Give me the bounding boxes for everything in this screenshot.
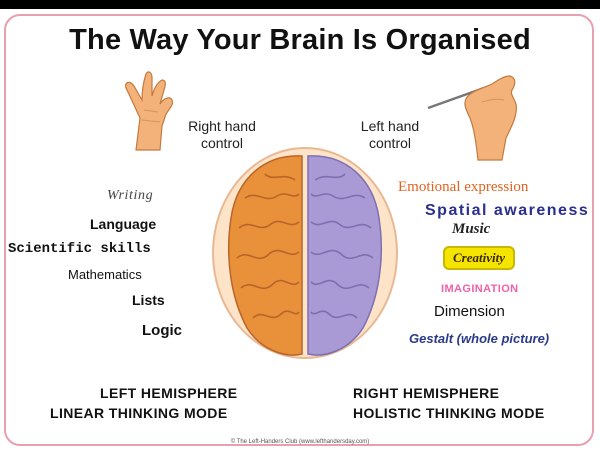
poster-frame (4, 14, 594, 446)
trait-imagination: IMAGINATION (441, 283, 519, 295)
left-hand-label-line1: Left hand (360, 118, 420, 134)
right-hand-label-line1: Right hand (188, 118, 256, 134)
left-hand-label: Left hand control (340, 118, 440, 152)
trait-mathematics: Mathematics (68, 267, 142, 282)
page-title: The Way Your Brain Is Organised (69, 24, 531, 56)
trait-dimension: Dimension (434, 303, 505, 320)
right-thinking-mode: HOLISTIC THINKING MODE (353, 405, 545, 421)
trait-creativity: Creativity (443, 246, 515, 270)
top-black-bar (0, 0, 600, 9)
left-hand-pen-illustration (427, 75, 517, 161)
right-hand-label: Right hand control (172, 118, 272, 152)
right-hemisphere-title: RIGHT HEMISPHERE (353, 385, 500, 401)
trait-logic: Logic (142, 322, 182, 339)
left-hand-label-line2: control (368, 135, 412, 151)
left-hemisphere-label: LEFT HEMISPHERE LINEAR THINKING MODE (50, 383, 237, 423)
trait-writing: Writing (107, 188, 154, 203)
left-thinking-mode: LINEAR THINKING MODE (50, 405, 228, 421)
trait-spatial-awareness-text: Spatial awareness (425, 202, 590, 219)
right-hand-label-line2: control (200, 135, 244, 151)
right-hemisphere-label: RIGHT HEMISPHERE HOLISTIC THINKING MODE (353, 383, 545, 423)
trait-lists: Lists (132, 292, 165, 308)
copyright-notice: © The Left-Handers Club (www.lefthanders… (230, 439, 370, 445)
brain-illustration (212, 147, 398, 359)
trait-music: Music (452, 221, 491, 237)
trait-spatial-awareness: Spatial awareness (425, 202, 589, 220)
left-hemisphere-title: LEFT HEMISPHERE (100, 385, 238, 401)
trait-emotional-expression: Emotional expression (398, 179, 529, 195)
right-hand-illustration (125, 71, 174, 151)
trait-gestalt: Gestalt (whole picture) (409, 331, 550, 346)
trait-language: Language (90, 216, 157, 232)
trait-scientific-skills: Scientific skills (8, 241, 151, 257)
